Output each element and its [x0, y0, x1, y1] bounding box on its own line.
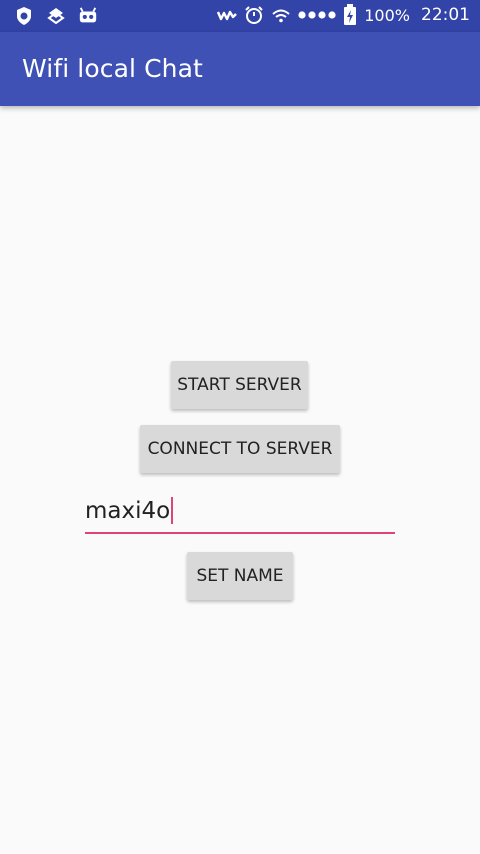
- clock: 22:01: [421, 5, 470, 25]
- status-system-icons: 100% 22:01: [217, 4, 470, 25]
- alarm-icon: [244, 5, 264, 25]
- name-input-value: maxi4o: [85, 497, 171, 524]
- connect-to-server-button[interactable]: CONNECT TO SERVER: [140, 425, 340, 473]
- wifi-icon: [271, 5, 291, 25]
- status-notification-icons: [14, 6, 98, 26]
- app-title: Wifi local Chat: [22, 54, 203, 83]
- battery-icon: [343, 4, 357, 25]
- signal-dots-icon: [298, 5, 336, 25]
- name-input[interactable]: maxi4o: [85, 494, 395, 534]
- robot-icon: [78, 6, 98, 26]
- app-bar: Wifi local Chat: [0, 32, 480, 106]
- wave-icon: [217, 5, 238, 25]
- text-cursor: [171, 497, 174, 524]
- battery-percent: 100%: [364, 5, 410, 25]
- set-name-button[interactable]: SET NAME: [187, 552, 293, 600]
- start-server-button[interactable]: START SERVER: [171, 361, 308, 409]
- status-bar: 100% 22:01: [0, 0, 480, 32]
- name-input-container: maxi4o: [85, 497, 174, 524]
- flame-app-icon: [46, 6, 66, 26]
- shield-icon: [14, 6, 34, 26]
